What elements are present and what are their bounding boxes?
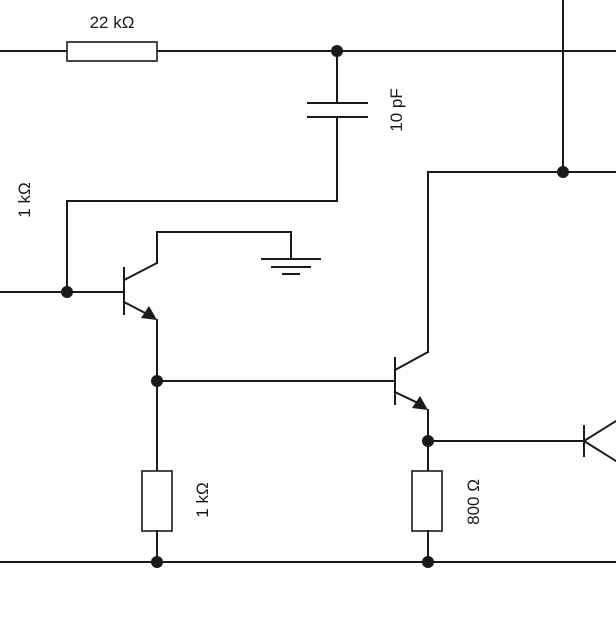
resistor-emitter-800 [411,470,443,532]
junction-bottom-right [422,556,434,568]
transistor-q1 [122,231,159,382]
resistor-22k-label: 22 kΩ [90,13,135,32]
ground-symbol [156,231,321,275]
junction-bottom-left [151,556,163,568]
junction-input [61,286,73,298]
resistor-emitter-800-label: 800 Ω [464,479,483,525]
resistor-input-label: 1 kΩ [15,182,34,217]
resistor-22k [66,41,158,62]
transistor-q2 [393,350,430,442]
capacitor-10pf [66,50,368,202]
resistor-emitter-1k-label: 1 kΩ [193,482,212,517]
resistor-emitter-1k [141,470,173,532]
output-diode-symbol [582,419,616,463]
capacitor-10pf-label: 10 pF [387,88,406,131]
